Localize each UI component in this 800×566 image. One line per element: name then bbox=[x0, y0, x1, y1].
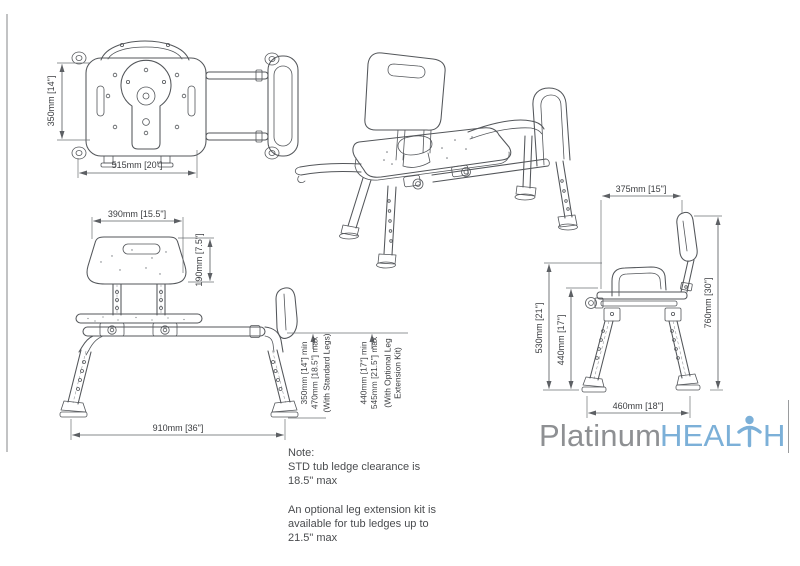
top-view: 350mm [14"] 515mm [20"] bbox=[46, 40, 299, 178]
front-view: 390mm [15.5"] 190mm [7.5"] 910mm [36"] 3… bbox=[59, 209, 408, 440]
note-line: An optional leg extension kit is bbox=[288, 504, 436, 516]
note-block: Note: STD tub ledge clearance is 18.5" m… bbox=[288, 446, 498, 545]
dim-label-std-max: 470mm [18.5"] max bbox=[310, 336, 320, 409]
side-dim-base-depth: 460mm [18"] bbox=[586, 396, 691, 418]
perspective-view bbox=[294, 52, 578, 269]
front-backrest-speckles bbox=[100, 249, 167, 275]
dim-label-ext-min: 440mm [17"] min bbox=[359, 341, 369, 404]
perspective-seat bbox=[352, 127, 512, 181]
front-height-callouts: 350mm [14"] min 470mm [18.5"] max (With … bbox=[287, 332, 408, 419]
front-dim-backrest-width: 390mm [15.5"] bbox=[91, 209, 184, 273]
dim-label-backrest-width: 390mm [15.5"] bbox=[108, 209, 166, 219]
perspective-slide-rail bbox=[294, 158, 550, 190]
top-view-handle bbox=[100, 40, 190, 61]
sheet-border-lines bbox=[6, 14, 789, 453]
front-seat-speckles bbox=[87, 316, 185, 322]
logo-text-platinum: Platinum bbox=[539, 418, 661, 453]
perspective-legs bbox=[339, 135, 578, 269]
side-dim-armrest-height: 530mm [21"] bbox=[534, 262, 602, 391]
dim-label-top-depth: 350mm [14"] bbox=[46, 76, 56, 127]
dim-label-backrest-height: 190mm [7.5"] bbox=[194, 233, 204, 286]
person-figure-icon bbox=[737, 415, 762, 448]
dim-label-top-width: 515mm [20"] bbox=[112, 160, 163, 170]
perspective-armrest bbox=[467, 87, 571, 167]
side-armrest bbox=[611, 266, 667, 297]
top-view-side-slots bbox=[96, 85, 196, 117]
side-legs bbox=[581, 307, 701, 393]
front-backrest bbox=[86, 236, 187, 316]
front-seat bbox=[75, 313, 203, 337]
side-view: 375mm [15"] 530mm [21"] 440mm [17"] 760m… bbox=[534, 184, 723, 418]
top-view-backrest bbox=[267, 55, 299, 157]
side-dim-seat-depth: 375mm [15"] bbox=[600, 184, 683, 289]
dim-label-overall-width: 910mm [36"] bbox=[153, 423, 204, 433]
front-dim-overall-width: 910mm [36"] bbox=[70, 419, 286, 440]
front-dim-backrest-height: 190mm [7.5"] bbox=[178, 233, 214, 287]
side-dim-overall-height: 760mm [30"] bbox=[694, 215, 723, 391]
note-paragraph-2: An optional leg extension kit is availab… bbox=[288, 503, 498, 545]
top-view-seat-holes bbox=[105, 67, 187, 136]
dim-label-armrest-height: 530mm [21"] bbox=[534, 303, 544, 354]
front-armrest bbox=[275, 287, 298, 339]
front-slide-rail bbox=[78, 325, 284, 356]
note-title: Note: bbox=[288, 447, 315, 459]
dim-label-ext-note2: Extension Kit) bbox=[393, 347, 403, 399]
dim-label-seat-depth: 375mm [15"] bbox=[616, 184, 667, 194]
note-line: available for tub ledges up to bbox=[288, 518, 429, 530]
note-paragraph-1: STD tub ledge clearance is 18.5" max bbox=[288, 460, 498, 488]
note-line: 21.5" max bbox=[288, 532, 338, 544]
top-view-corner-hooks bbox=[71, 51, 280, 160]
top-view-rails bbox=[205, 69, 269, 143]
top-view-bottom-clamps bbox=[100, 155, 174, 168]
note-line: STD tub ledge clearance is bbox=[288, 461, 421, 473]
perspective-seat-speckles bbox=[383, 136, 473, 165]
dim-label-base-depth: 460mm [18"] bbox=[613, 401, 664, 411]
dim-label-overall-height: 760mm [30"] bbox=[703, 278, 713, 329]
side-seat bbox=[585, 291, 688, 309]
perspective-backrest bbox=[364, 52, 446, 161]
logo-text-h: H bbox=[763, 418, 786, 453]
top-view-dim-width: 515mm [20"] bbox=[77, 150, 198, 178]
dim-label-seat-height: 440mm [17"] bbox=[556, 315, 566, 366]
side-backrest bbox=[676, 211, 698, 293]
note-line: 18.5" max bbox=[288, 475, 338, 487]
side-dim-seat-height: 440mm [17"] bbox=[556, 287, 598, 389]
top-view-seat-cutout bbox=[120, 59, 172, 150]
brand-logo: Platinum HEAL H bbox=[539, 415, 786, 453]
dim-label-ext-max: 545mm [21.5"] max bbox=[369, 336, 379, 409]
dim-label-std-note: (With Standard Legs) bbox=[322, 333, 332, 412]
front-legs bbox=[59, 349, 299, 418]
dim-label-std-min: 350mm [14"] min bbox=[299, 341, 309, 404]
logo-text-heal: HEAL bbox=[660, 418, 742, 453]
top-view-seat-plate bbox=[85, 57, 207, 157]
top-view-dim-depth: 350mm [14"] bbox=[46, 62, 90, 141]
dim-label-ext-note1: (With Optional Leg bbox=[383, 338, 393, 408]
